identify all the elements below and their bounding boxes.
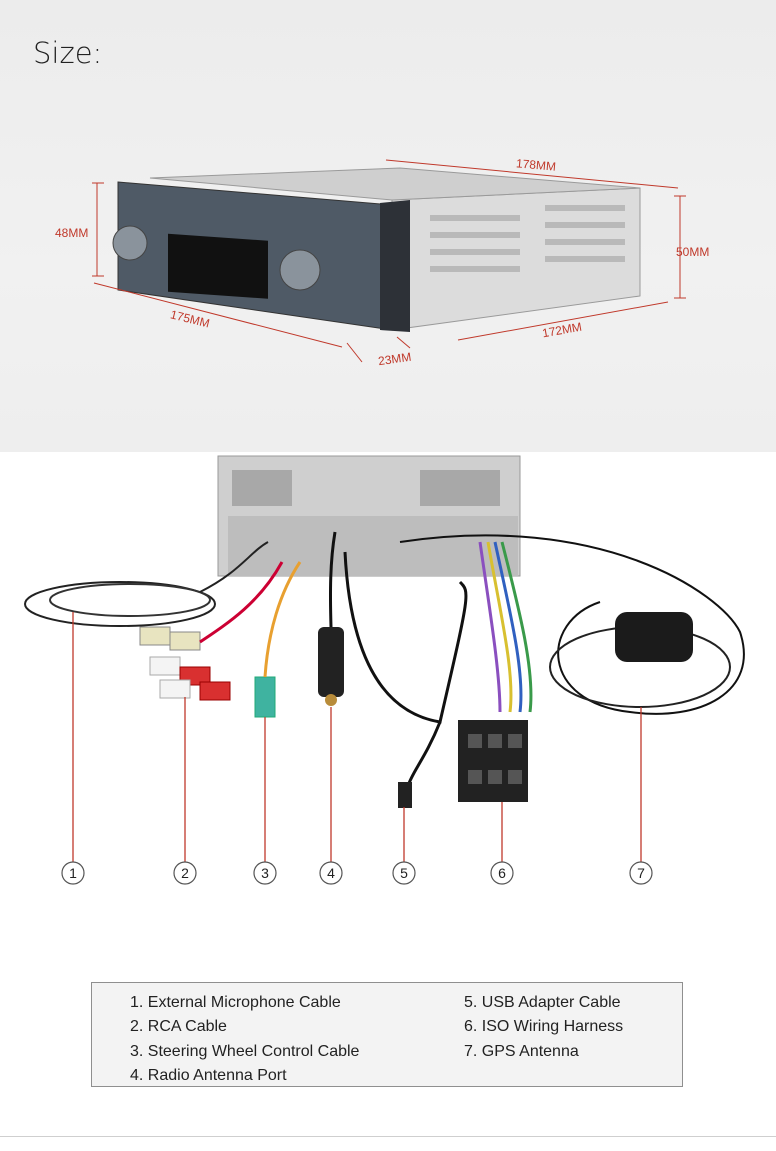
iso-wiring-harness [458, 541, 533, 802]
display-screen [168, 233, 268, 299]
callout-number-6: 6 [498, 865, 506, 881]
usb-adapter-cable [343, 551, 468, 808]
dimension-label-left-height: 48MM [55, 226, 89, 240]
legend-column-left: 1. External Microphone Cable 2. RCA Cabl… [130, 991, 359, 1088]
rca-cable [139, 561, 284, 701]
legend-item: 6. ISO Wiring Harness [464, 1018, 624, 1036]
head-unit-dimension-drawing [92, 159, 686, 363]
callout-number-4: 4 [327, 865, 335, 881]
legend-box: 1. External Microphone Cable 2. RCA Cabl… [91, 982, 683, 1087]
legend-item: 7. GPS Antenna [464, 1042, 579, 1060]
legend-item: 1. External Microphone Cable [130, 994, 341, 1011]
dimension-lines [92, 159, 686, 363]
right-knob [279, 249, 321, 291]
legend-item: 5. USB Adapter Cable [464, 994, 621, 1011]
chassis-top [149, 167, 641, 201]
legend-column-right: 5. USB Adapter Cable 6. ISO Wiring Harne… [464, 991, 623, 1064]
gps-antenna [399, 534, 745, 715]
legend-item: 4. Radio Antenna Port [130, 1066, 287, 1084]
legend-item: 2. RCA Cable [130, 1018, 227, 1036]
callout-number-3: 3 [261, 865, 269, 881]
chassis-vents [430, 205, 625, 272]
callout-number-2: 2 [181, 865, 189, 881]
left-knob [112, 225, 148, 261]
radio-antenna-port [318, 531, 344, 706]
callout-number-5: 5 [400, 865, 408, 881]
steering-wheel-control-cable [254, 561, 302, 718]
callout-circles [61, 861, 653, 885]
faceplate-edge [380, 200, 410, 332]
callout-lines [72, 612, 642, 862]
iso-connector [458, 720, 528, 802]
callout-number-1: 1 [69, 865, 77, 881]
dimensions-section: Size: 178MM 48MM 50MM 175 [0, 0, 776, 452]
cables-section: 1 2 3 4 5 6 7 [0, 452, 776, 970]
size-heading: Size: [33, 36, 103, 70]
microphone-cable [24, 581, 216, 627]
cables-illustration: 1 2 3 4 5 6 7 [24, 455, 745, 885]
callout-number-7: 7 [637, 865, 645, 881]
dimension-label-right-height: 50MM [676, 245, 710, 259]
unit-rear-vents [232, 470, 500, 506]
bottom-divider [0, 1136, 776, 1137]
legend-item: 3. Steering Wheel Control Cable [130, 1042, 360, 1060]
unit-rear-heatsink [228, 516, 518, 576]
